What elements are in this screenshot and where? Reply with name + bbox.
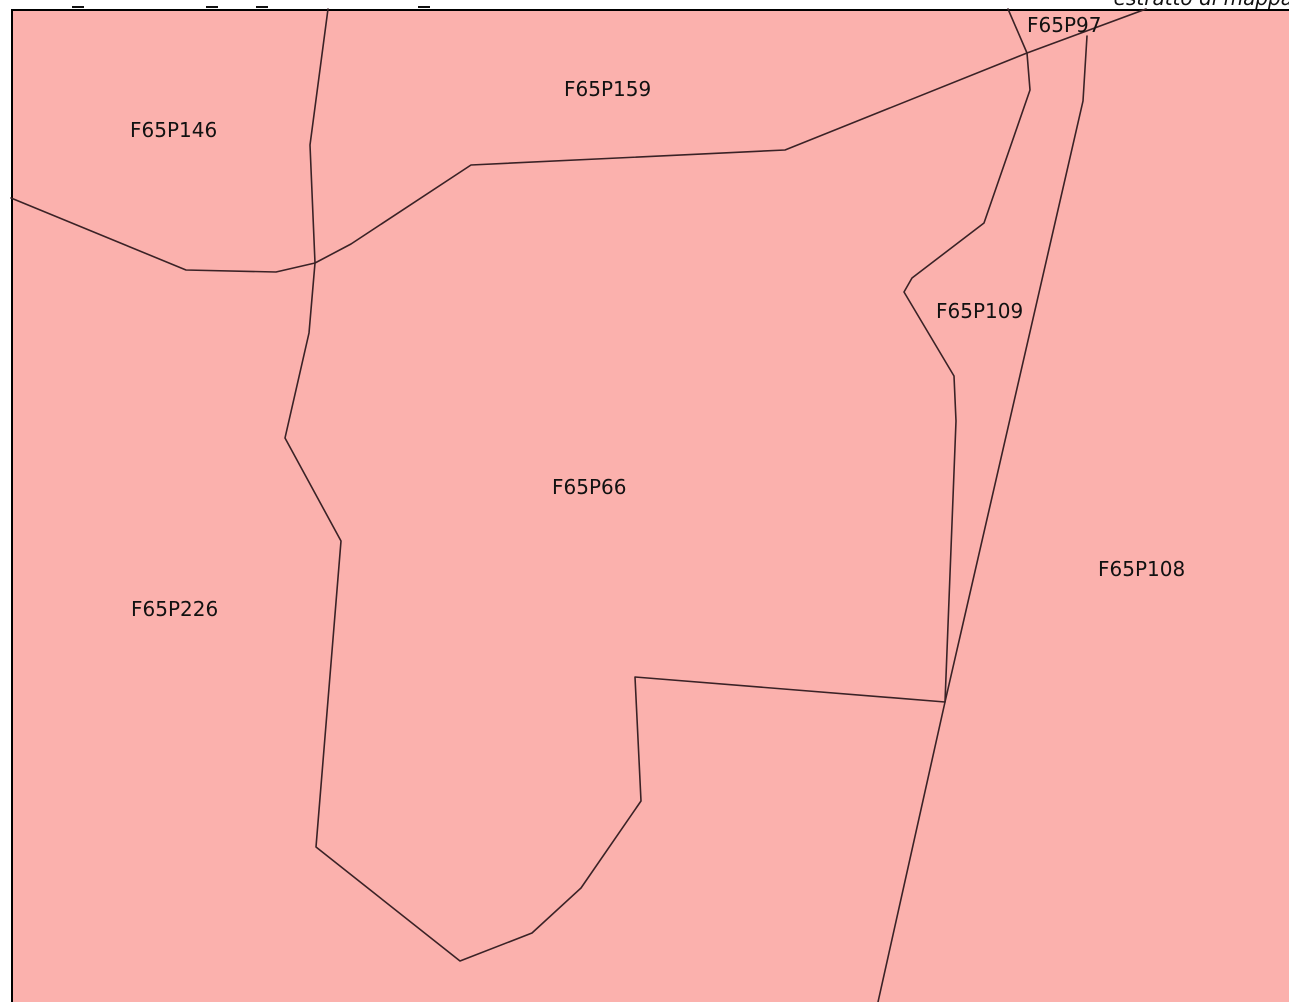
boundary-146-159 [284, 8, 1031, 962]
map-frame [11, 9, 1289, 1002]
parcel-label-F65P97: F65P97 [1027, 13, 1101, 37]
parcel-label-F65P226: F65P226 [131, 597, 218, 621]
parcel-label-F65P109: F65P109 [936, 299, 1023, 323]
header-underline-mark [72, 6, 84, 8]
parcel-label-F65P108: F65P108 [1098, 557, 1185, 581]
map-caption: estratto di mappa [1114, 0, 1289, 8]
parcel-label-F65P159: F65P159 [564, 77, 651, 101]
header-underline-mark [256, 6, 268, 8]
boundary-108-diagonal [877, 35, 1088, 1002]
parcel-label-F65P146: F65P146 [130, 118, 217, 142]
parcel-label-F65P66: F65P66 [552, 475, 626, 499]
map-header-strip: estratto di mappa [0, 0, 1289, 9]
boundary-upper-diagonal [10, 8, 1147, 273]
header-underline-mark [418, 6, 430, 8]
header-underline-mark [206, 6, 218, 8]
